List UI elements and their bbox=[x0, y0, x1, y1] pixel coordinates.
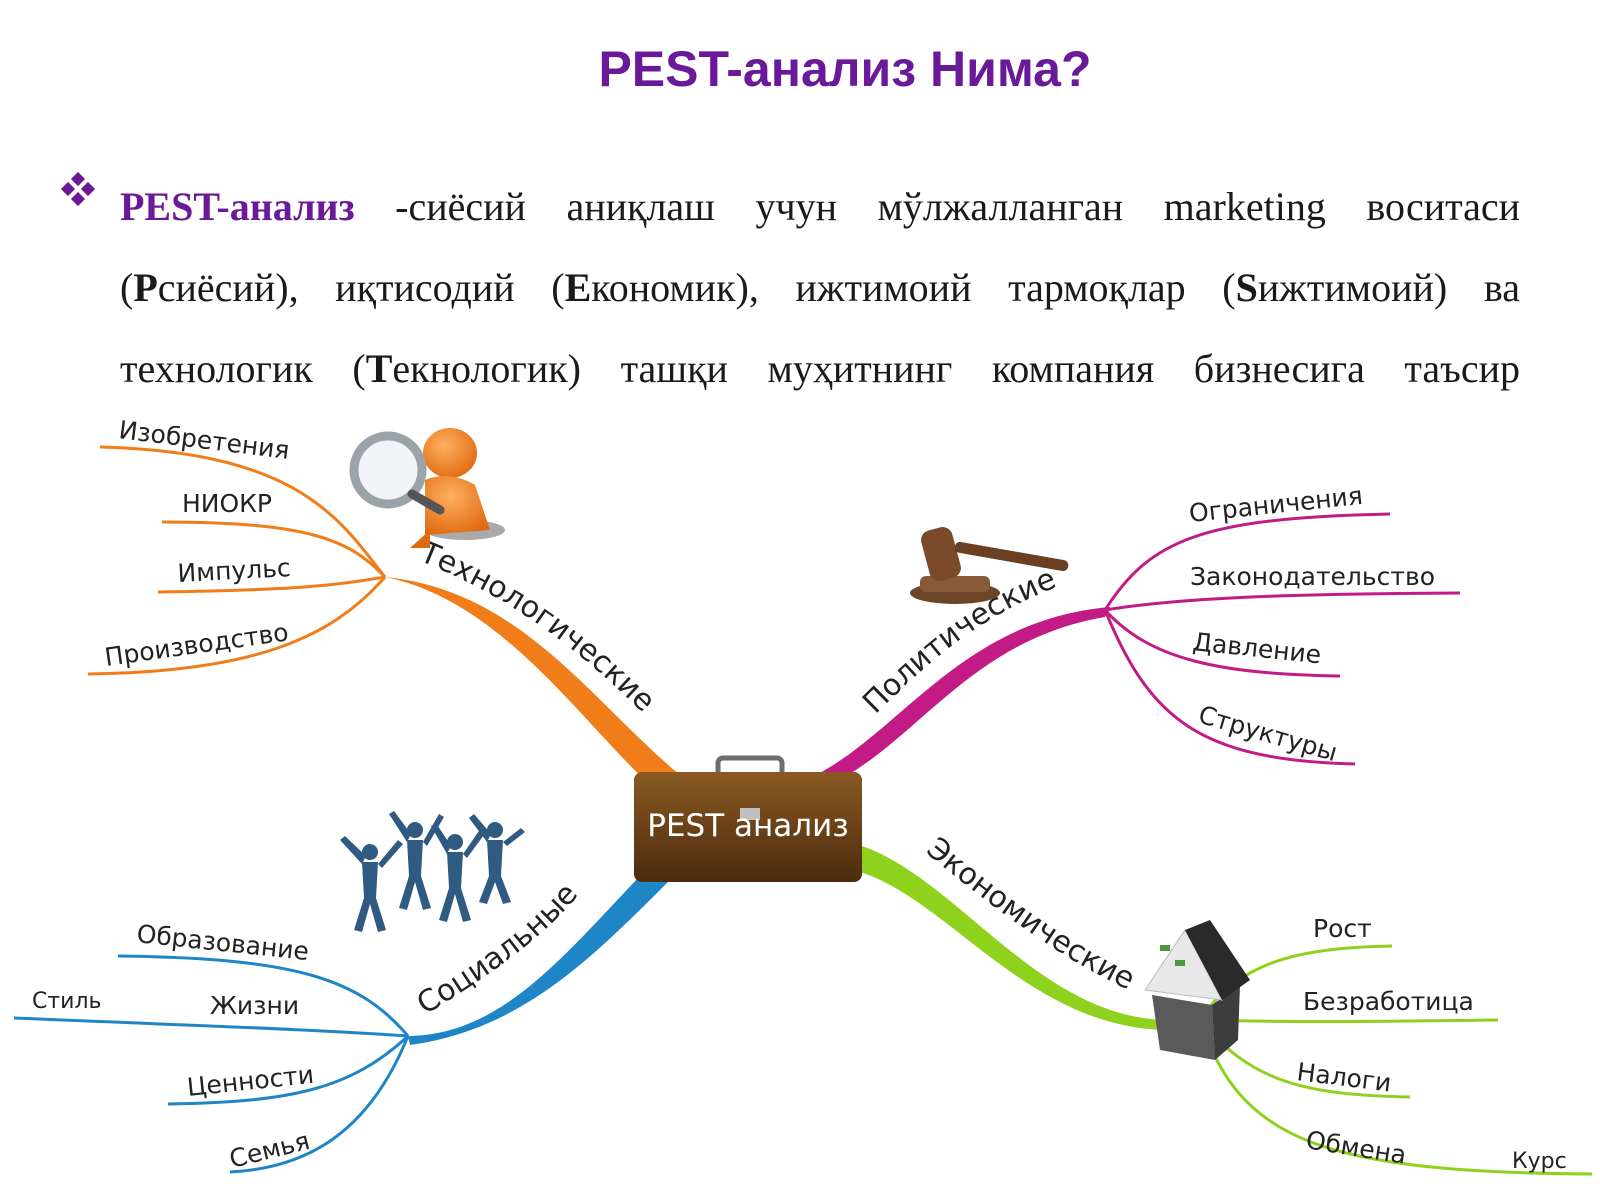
pol-leaf-line-1 bbox=[1103, 512, 1391, 611]
branch-social: Социальные Образование Жизни Стиль Ценно… bbox=[13, 876, 668, 1174]
center-node: PEST анализ bbox=[634, 755, 862, 882]
paragraph-text: ижтимоий) ва технологик ( bbox=[120, 265, 1520, 391]
definition-paragraph: PEST-анализ -сиёсий аниқлаш учун мўлжалл… bbox=[120, 166, 1520, 416]
pol-leaf-line-2 bbox=[1104, 591, 1461, 612]
letter-t: T bbox=[365, 346, 393, 391]
pol-leaf-2: Законодательство bbox=[1190, 562, 1435, 591]
jumping-people-icon bbox=[340, 811, 525, 932]
eco-leaf-line-2 bbox=[1199, 1018, 1499, 1023]
tech-leaf-line-3 bbox=[157, 575, 386, 594]
soc-branch-label: Социальные bbox=[411, 877, 585, 1022]
slide-title: PEST-анализ Нима? bbox=[598, 41, 1092, 97]
soc-leaf-line-2 bbox=[13, 1016, 409, 1038]
soc-leaf-line-4 bbox=[229, 1035, 410, 1174]
eco-leaf-2: Безработица bbox=[1303, 987, 1474, 1016]
branch-political: Политические Ограничения Законодательств… bbox=[810, 481, 1461, 785]
eco-main-stroke bbox=[860, 846, 1170, 1030]
gavel-icon bbox=[910, 526, 1069, 604]
magnifier-figure-icon bbox=[349, 428, 505, 548]
letter-e: E bbox=[564, 265, 592, 310]
tech-leaf-4: Производство bbox=[103, 617, 290, 671]
house-money-icon bbox=[1144, 920, 1250, 1060]
tech-branch-label: Технологические bbox=[414, 535, 662, 719]
eco-leaf-3: Налоги bbox=[1295, 1057, 1393, 1097]
soc-leaf-1: Образование bbox=[135, 919, 310, 966]
tech-leaf-2: НИОКР bbox=[182, 489, 272, 518]
soc-leaf-line-1 bbox=[117, 954, 410, 1037]
soc-main-stroke bbox=[408, 876, 668, 1045]
eco-leaf-4: Обмена bbox=[1304, 1125, 1408, 1169]
letter-s: S bbox=[1235, 265, 1258, 310]
pest-term: PEST-анализ bbox=[120, 184, 355, 229]
soc-leaf-3: Стиль bbox=[32, 989, 102, 1014]
briefcase-clasp bbox=[740, 808, 760, 820]
soc-leaf-2: Жизни bbox=[210, 991, 299, 1020]
paragraph-text: сиёсий), иқтисодий ( bbox=[157, 265, 565, 310]
center-label: PEST анализ bbox=[647, 808, 848, 844]
tech-leaf-line-2 bbox=[161, 520, 387, 579]
pol-main-stroke bbox=[810, 607, 1110, 785]
pol-leaf-3: Давление bbox=[1191, 627, 1322, 669]
eco-leaf-5: Курс bbox=[1512, 1149, 1567, 1174]
briefcase-icon bbox=[634, 772, 862, 882]
soc-leaf-line-3 bbox=[167, 1034, 410, 1106]
diamond-bullet-icon bbox=[60, 172, 96, 207]
eco-leaf-1: Рост bbox=[1313, 914, 1372, 943]
tech-main-stroke bbox=[385, 577, 680, 785]
letter-p: P bbox=[133, 265, 158, 310]
paragraph-text: кономик), ижтимоий тармоқлар ( bbox=[591, 265, 1236, 310]
paragraph-text: -сиёсий аниқлаш учун мўлжалланган market… bbox=[120, 184, 1520, 310]
pol-leaf-line-4 bbox=[1103, 609, 1356, 766]
soc-leaf-4: Ценности bbox=[186, 1060, 316, 1102]
pol-leaf-line-3 bbox=[1103, 608, 1341, 678]
eco-leaf-line-4 bbox=[1198, 1019, 1593, 1176]
tech-leaf-line-1 bbox=[99, 445, 387, 578]
tech-leaf-3: Импульс bbox=[177, 553, 292, 588]
paragraph-text: екнологик) ташқи муҳитнинг компания бизн… bbox=[392, 346, 1520, 391]
tech-leaf-line-4 bbox=[87, 576, 387, 676]
